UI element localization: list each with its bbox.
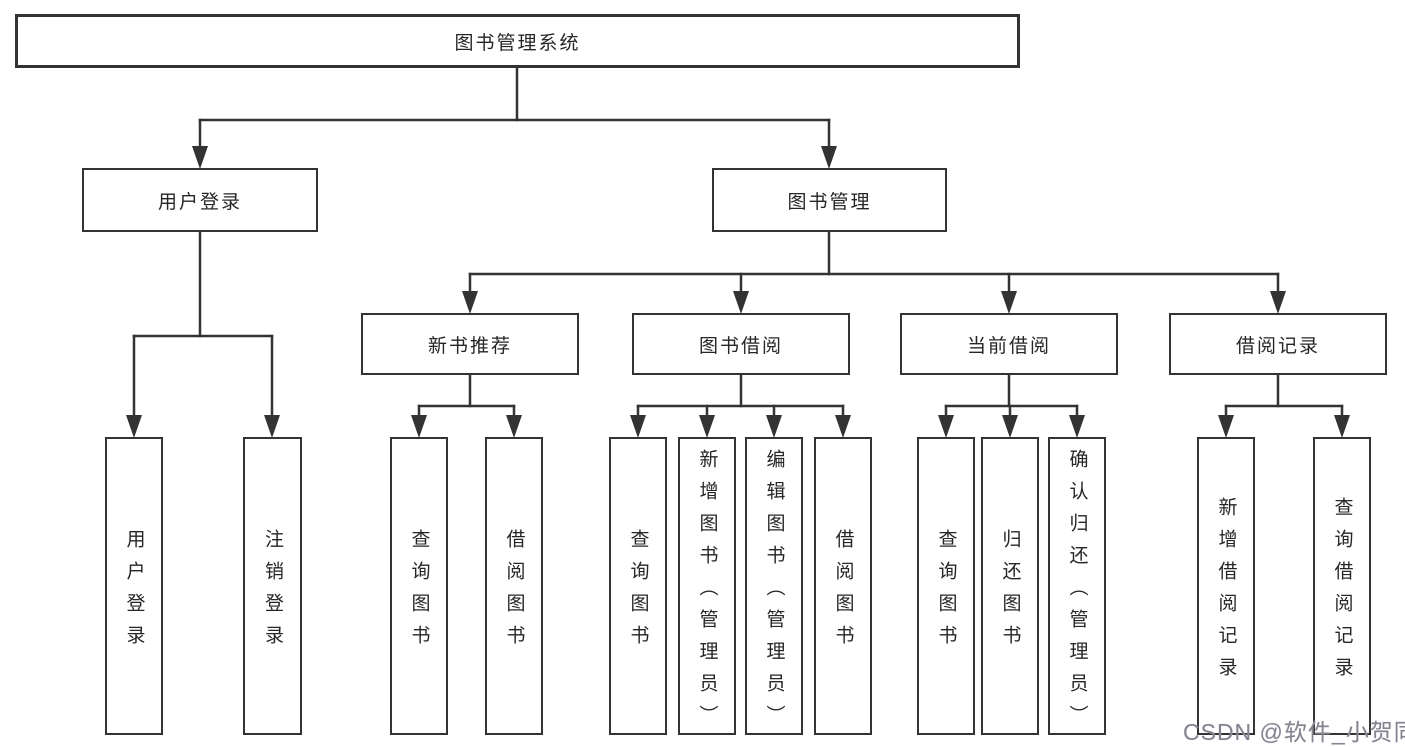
node-book-borrowing: 图书借阅: [632, 313, 850, 375]
node-book-management: 图书管理: [712, 168, 947, 232]
node-label: 归还图书: [999, 528, 1021, 657]
leaf-query-books-borrowing: 查询图书: [609, 437, 667, 735]
watermark: CSDN @软件_小贺同学: [1183, 719, 1405, 745]
node-label: 借阅记录: [1235, 335, 1320, 357]
arrowhead-icons: [126, 146, 1350, 438]
node-label: 用户登录: [123, 528, 145, 657]
node-label: 当前借阅: [966, 335, 1051, 357]
node-borrowing-records: 借阅记录: [1169, 313, 1387, 375]
node-label: 查询图书: [935, 528, 957, 657]
leaf-edit-book-admin: 编辑图书（管理员）: [745, 437, 803, 737]
node-label: 借阅图书: [832, 528, 854, 657]
node-label: 编辑图书（管理员）: [763, 448, 785, 737]
leaf-add-book-admin: 新增图书（管理员）: [678, 437, 736, 737]
leaf-add-borrow-record: 新增借阅记录: [1197, 437, 1255, 735]
node-label: 新增借阅记录: [1215, 496, 1237, 689]
node-label: 新增图书（管理员）: [696, 448, 718, 737]
leaf-confirm-return-admin: 确认归还（管理员）: [1048, 437, 1106, 737]
leaf-query-books-recommend: 查询图书: [390, 437, 448, 735]
leaf-logout-login: 注销登录: [243, 437, 302, 735]
node-library-system: 图书管理系统: [15, 14, 1020, 68]
node-user-login: 用户登录: [82, 168, 318, 232]
node-label: 用户登录: [157, 191, 242, 213]
node-label: 新书推荐: [427, 335, 512, 357]
node-label: 确认归还（管理员）: [1066, 448, 1088, 737]
leaf-borrow-books-recommend: 借阅图书: [485, 437, 543, 735]
leaf-query-borrow-record: 查询借阅记录: [1313, 437, 1371, 735]
leaf-query-books-current: 查询图书: [917, 437, 975, 735]
leaf-user-login: 用户登录: [105, 437, 163, 735]
leaf-borrow-books-borrowing: 借阅图书: [814, 437, 872, 735]
node-label: 查询图书: [627, 528, 649, 657]
node-label: 查询图书: [408, 528, 430, 657]
leaf-return-books: 归还图书: [981, 437, 1039, 735]
node-label: 借阅图书: [503, 528, 525, 657]
node-current-borrowing: 当前借阅: [900, 313, 1118, 375]
node-new-book-recommendation: 新书推荐: [361, 313, 579, 375]
node-label: 查询借阅记录: [1331, 496, 1353, 689]
node-label: 图书借阅: [698, 335, 783, 357]
node-label: 图书管理系统: [454, 32, 581, 54]
node-label: 图书管理: [787, 191, 872, 213]
node-label: 注销登录: [262, 528, 283, 657]
